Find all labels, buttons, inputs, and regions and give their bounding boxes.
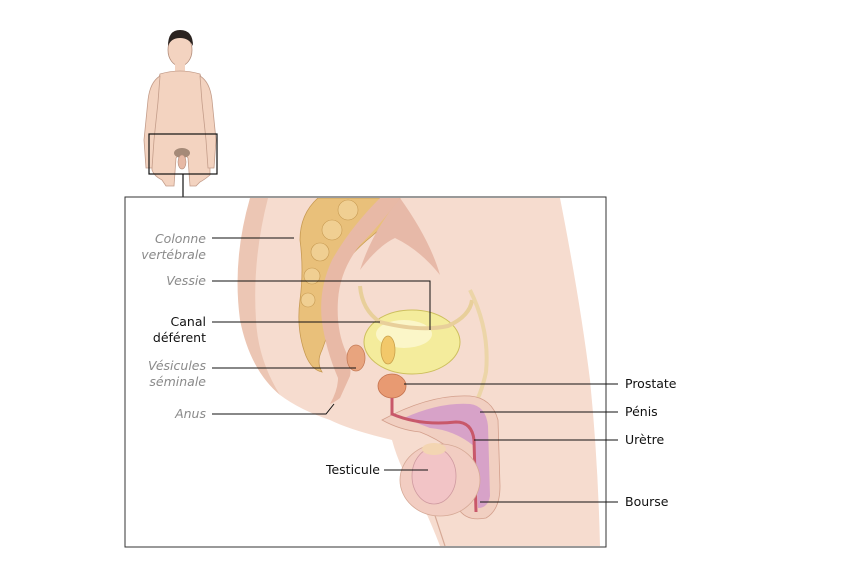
label-anus: Anus [175,406,206,421]
vertebra-3 [310,242,330,262]
urethra [390,398,478,513]
label-uretre: Urètre [625,432,665,447]
abdomen-shade [360,198,440,275]
label-bourse: Bourse [625,494,669,509]
rectum [321,198,400,404]
penis-inner [404,403,490,508]
figure-arm-right [199,75,217,169]
label-testicule: Testicule [325,462,380,477]
epididymis [422,443,446,455]
figure-genitals [177,154,187,170]
figure-neck [175,63,185,73]
figure-groin [174,148,190,158]
figure-arm-left [143,75,161,169]
detail-illustration [237,198,600,546]
label-vesicules: Vésicules séminale [148,358,206,389]
label-colonne: Colonne vertébrale [141,231,206,262]
prostate [377,373,407,399]
vertebra-1 [337,199,359,221]
body-shadow [237,198,280,395]
label-penis: Pénis [625,404,658,419]
label-prostate: Prostate [625,376,677,391]
leader-vessie [212,280,431,330]
body-figure [143,30,218,197]
label-canal: Canal déférent [152,314,206,345]
leader-anus [212,403,335,415]
leader-lines [212,237,618,503]
vas-deferens-path [358,285,474,331]
testicle [411,447,457,505]
seminal-vesicle-2 [380,335,396,365]
vertebra-2 [321,219,343,241]
label-vessie: Vessie [166,273,206,288]
vertebra-4 [303,267,321,285]
seminal-vesicle [346,344,366,372]
vertebra-5 [300,292,316,308]
figure-hair [168,30,193,46]
